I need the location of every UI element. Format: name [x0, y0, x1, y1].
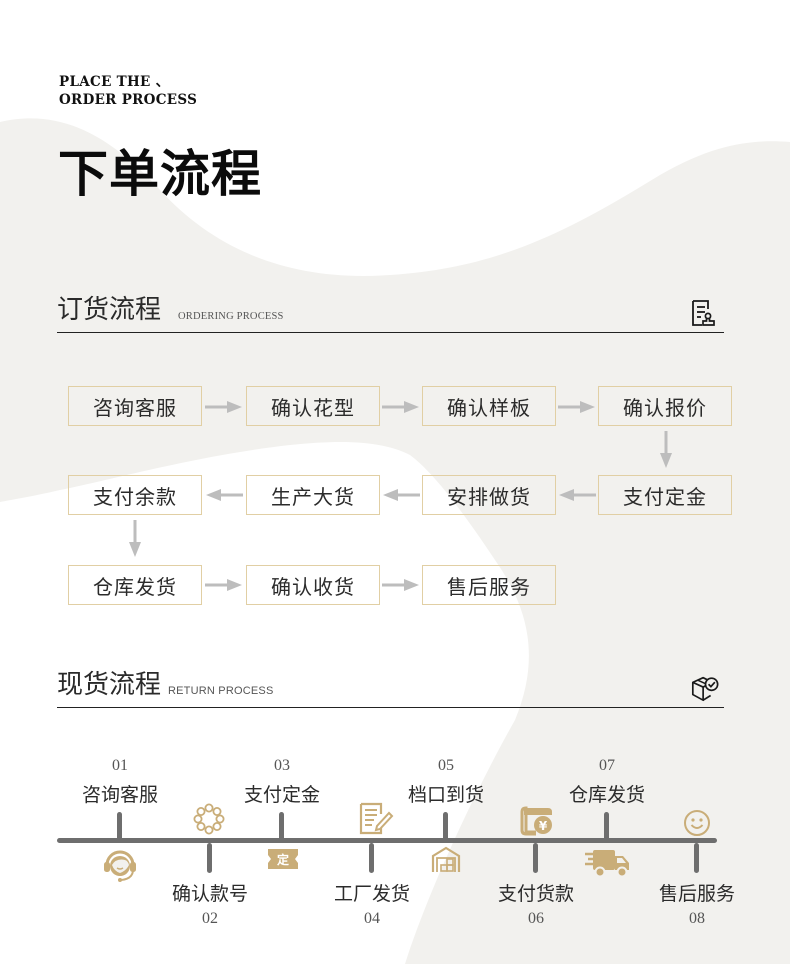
timeline-tick [279, 812, 284, 842]
svg-text:¥: ¥ [539, 819, 548, 833]
eyebrow-line-1: PLACE THE 、 [59, 74, 170, 90]
arrow-right-icon [205, 579, 242, 591]
smiley-icon [684, 810, 710, 836]
step-number: 03 [274, 757, 290, 774]
timeline-tick [369, 843, 374, 873]
timeline-tick [694, 843, 699, 873]
step-label: 咨询客服 [81, 784, 158, 806]
timeline-axis [57, 838, 717, 843]
warehouse-icon [431, 846, 461, 872]
step-number: 02 [202, 910, 218, 927]
step-number: 06 [528, 910, 544, 927]
return-subtitle: RETURN PROCESS [168, 685, 274, 697]
document-edit-icon [359, 802, 394, 835]
step-label: 仓库发货 [568, 784, 645, 806]
timeline-tick [533, 843, 538, 873]
timeline-tick [604, 812, 609, 842]
return-title: 现货流程 [57, 670, 162, 700]
step-label: 售后服务 [658, 883, 735, 905]
eyebrow-text: PLACE THE 、 ORDER PROCESS [59, 73, 197, 109]
timeline-tick [117, 812, 122, 842]
flow-step-confirm-sample: 确认样板 [422, 386, 556, 426]
flow-step-confirm-quote: 确认报价 [598, 386, 732, 426]
yuan-card-icon: ¥ [520, 806, 552, 836]
arrow-right-icon [382, 579, 419, 591]
step-number: 01 [112, 757, 128, 774]
ordering-title: 订货流程 [57, 295, 162, 325]
flow-step-confirm-pattern: 确认花型 [246, 386, 380, 426]
page-title: 下单流程 [58, 144, 262, 203]
arrow-right-icon [558, 401, 595, 413]
timeline-tick [443, 812, 448, 842]
arrow-right-icon [382, 401, 419, 413]
timeline-tick [207, 843, 212, 873]
flow-step-confirm-receipt: 确认收货 [246, 565, 380, 605]
box-check-icon [691, 676, 719, 702]
step-number: 04 [364, 910, 380, 927]
arrow-down-icon [660, 431, 672, 468]
arrow-left-icon [383, 489, 420, 501]
arrow-left-icon [559, 489, 596, 501]
arrow-right-icon [205, 401, 242, 413]
ordering-subtitle: ORDERING PROCESS [178, 311, 284, 322]
return-section-header: 现货流程 RETURN PROCESS [57, 664, 724, 708]
document-stamp-icon [692, 300, 715, 326]
step-label: 确认款号 [171, 883, 248, 905]
bead-ring-icon [193, 803, 225, 835]
arrow-left-icon [206, 489, 243, 501]
step-label: 支付货款 [497, 883, 574, 905]
step-label: 档口到货 [407, 784, 484, 806]
deposit-ticket-icon: 定 [268, 849, 298, 869]
flow-step-warehouse-ship: 仓库发货 [68, 565, 202, 605]
eyebrow-line-2: ORDER PROCESS [59, 92, 198, 108]
flow-step-pay-balance: 支付余款 [68, 475, 202, 515]
flow-step-bulk-production: 生产大货 [246, 475, 380, 515]
flow-step-pay-deposit: 支付定金 [598, 475, 732, 515]
ordering-section-header: 订货流程 ORDERING PROCESS [57, 289, 724, 333]
step-number: 07 [599, 757, 615, 774]
step-number: 08 [689, 910, 705, 927]
headset-agent-icon [104, 850, 136, 882]
svg-text:定: 定 [277, 852, 289, 867]
delivery-truck-icon [585, 850, 629, 878]
arrow-down-icon [129, 520, 141, 557]
step-label: 工厂发货 [333, 883, 410, 905]
flow-step-after-sales: 售后服务 [422, 565, 556, 605]
step-label: 支付定金 [243, 784, 320, 806]
flow-step-arrange-production: 安排做货 [422, 475, 556, 515]
flow-step-consult: 咨询客服 [68, 386, 202, 426]
step-number: 05 [438, 757, 454, 774]
return-divider [57, 706, 724, 708]
ordering-divider [57, 331, 724, 333]
